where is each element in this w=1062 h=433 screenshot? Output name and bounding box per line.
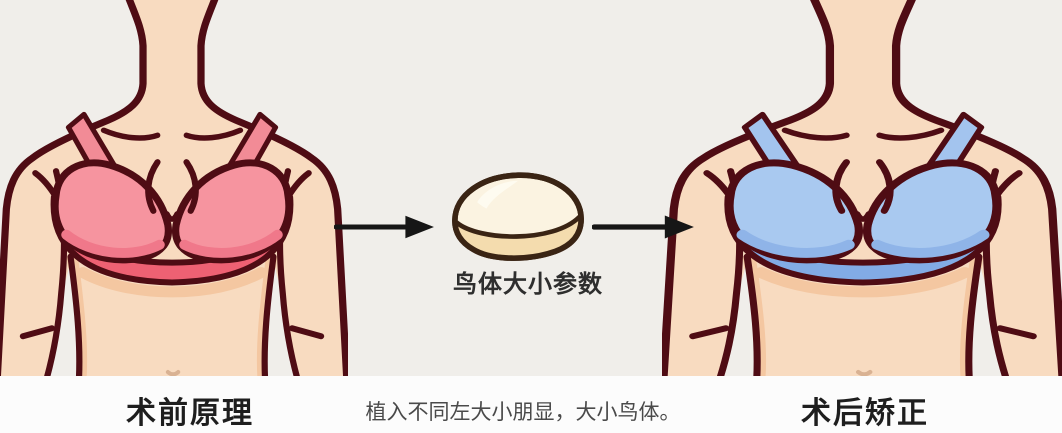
arrow-right-icon	[592, 215, 694, 239]
before-figure-illustration	[0, 0, 348, 378]
caption-strip	[0, 376, 1062, 433]
breast-implant-icon	[452, 172, 584, 261]
before-label: 术前原理	[126, 397, 254, 430]
arrow-right-icon	[334, 215, 434, 239]
after-label: 术后矫正	[801, 397, 929, 430]
after-figure-illustration	[662, 0, 1062, 378]
caption-text: 植入不同左大小朋显，大小鸟体。	[365, 401, 681, 424]
implant-label: 鸟体大小参数	[453, 271, 603, 298]
